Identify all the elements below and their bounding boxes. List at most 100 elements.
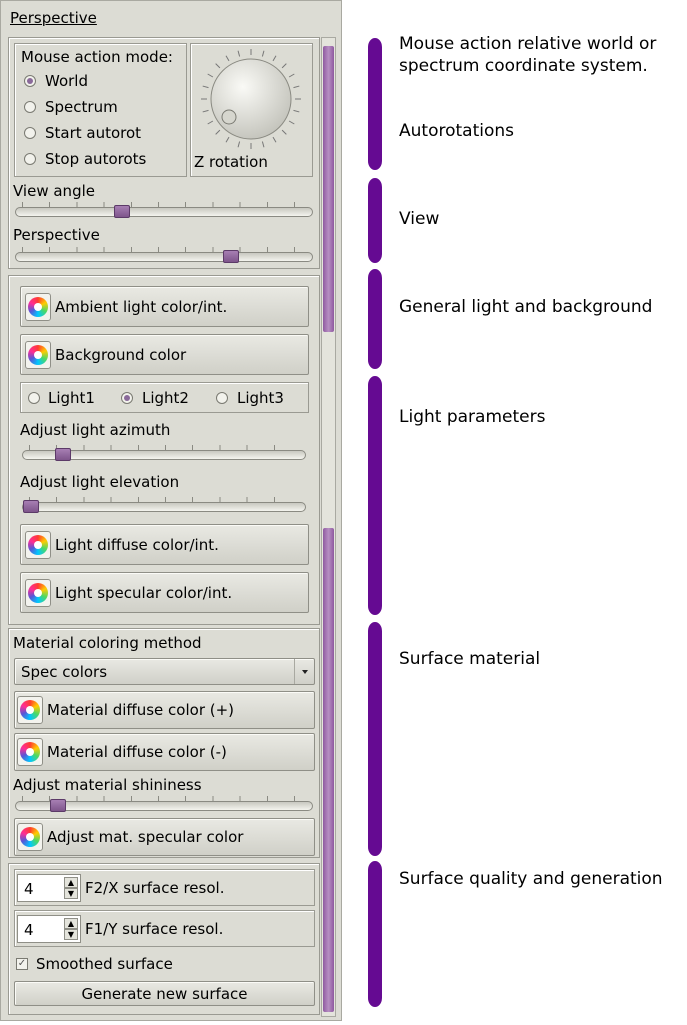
radio-light3-label[interactable]: Light3	[237, 389, 284, 407]
note-autorotations: Autorotations	[399, 121, 514, 141]
bracket-mouse-mode	[368, 38, 382, 170]
color-wheel-icon	[25, 292, 51, 321]
light-elevation-handle[interactable]	[23, 500, 39, 513]
light-azimuth-handle[interactable]	[55, 448, 71, 461]
material-method-select[interactable]: Spec colors	[14, 658, 315, 685]
scroll-thumb-lower[interactable]	[323, 528, 334, 1012]
f2-resol-value[interactable]: 4	[24, 880, 34, 898]
dial-tick	[202, 85, 209, 89]
color-wheel-icon	[25, 530, 51, 559]
bracket-light-params	[368, 376, 382, 615]
f1-resol-value[interactable]: 4	[24, 921, 34, 939]
bracket-surface-material	[368, 622, 382, 856]
z-rotation-label: Z rotation	[194, 153, 268, 171]
material-shininess-handle[interactable]	[50, 799, 66, 812]
dial-tick	[261, 141, 265, 148]
radio-world[interactable]	[24, 75, 36, 87]
f1-resol-spinbox[interactable]: 4 ▲ ▼	[17, 915, 81, 943]
spin-up-icon[interactable]: ▲	[64, 918, 78, 929]
generate-surface-button[interactable]: Generate new surface	[14, 981, 315, 1006]
light-section	[8, 275, 320, 625]
bracket-surface-quality	[368, 861, 382, 1007]
z-rotation-dial[interactable]	[199, 47, 303, 151]
material-method-value: Spec colors	[21, 662, 108, 681]
background-color-label: Background color	[55, 345, 187, 364]
dial-tick	[225, 136, 230, 143]
light-specular-label: Light specular color/int.	[55, 583, 233, 602]
radio-light3[interactable]	[216, 392, 228, 404]
radio-stop-autorots[interactable]	[24, 153, 36, 165]
bracket-view	[368, 178, 382, 263]
view-angle-slider[interactable]	[15, 202, 313, 218]
light-diffuse-button[interactable]: Light diffuse color/int.	[20, 524, 309, 565]
note-light-parameters: Light parameters	[399, 407, 546, 427]
dropdown-arrow-icon	[294, 659, 314, 684]
light-specular-button[interactable]: Light specular color/int.	[20, 572, 309, 613]
radio-light2[interactable]	[121, 392, 133, 404]
light-azimuth-label: Adjust light azimuth	[20, 421, 171, 439]
view-angle-handle[interactable]	[114, 205, 130, 218]
radio-start-autorot[interactable]	[24, 127, 36, 139]
dial-tick	[215, 63, 221, 69]
material-method-label: Material coloring method	[13, 634, 202, 652]
smoothed-surface-checkbox[interactable]: ✓	[16, 958, 28, 970]
quality-section	[8, 863, 320, 1015]
dial-grip	[221, 109, 237, 125]
light-azimuth-slider[interactable]	[22, 445, 306, 461]
note-surface-quality: Surface quality and generation	[399, 869, 663, 889]
dial-tick	[207, 120, 214, 125]
radio-light1[interactable]	[28, 392, 40, 404]
spin-down-icon[interactable]: ▼	[64, 929, 78, 940]
mouse-mode-label: Mouse action mode:	[21, 48, 173, 66]
note-mouse-action-2: spectrum coordinate system.	[399, 56, 648, 76]
note-surface-material: Surface material	[399, 649, 541, 669]
dial-tick	[288, 120, 295, 125]
radio-light2-label[interactable]: Light2	[142, 389, 189, 407]
material-shininess-label: Adjust material shininess	[13, 776, 202, 794]
perspective-slider[interactable]	[15, 247, 313, 263]
color-wheel-icon	[17, 823, 43, 851]
radio-spectrum-label[interactable]: Spectrum	[45, 98, 118, 116]
check-icon: ✓	[17, 958, 27, 969]
panel-title: Perspective	[10, 9, 97, 27]
note-general-light: General light and background	[399, 297, 653, 317]
dial-tick	[281, 129, 287, 135]
radio-spectrum[interactable]	[24, 101, 36, 113]
radio-start-autorot-label[interactable]: Start autorot	[45, 124, 142, 142]
perspective-handle[interactable]	[223, 250, 239, 263]
material-diffuse-plus-label: Material diffuse color (+)	[47, 701, 235, 719]
radio-world-label[interactable]: World	[45, 72, 88, 90]
dial-tick	[261, 50, 265, 57]
scroll-thumb[interactable]	[323, 46, 334, 332]
f2-resol-spinbox[interactable]: 4 ▲ ▼	[17, 874, 81, 902]
material-diffuse-minus-button[interactable]: Material diffuse color (-)	[14, 733, 315, 771]
material-diffuse-plus-button[interactable]: Material diffuse color (+)	[14, 691, 315, 729]
material-specular-button[interactable]: Adjust mat. specular color	[14, 818, 315, 856]
view-angle-label: View angle	[13, 182, 95, 200]
note-mouse-action-1: Mouse action relative world or	[399, 34, 657, 54]
dial-tick	[288, 73, 295, 78]
f1-resol-group	[14, 910, 315, 947]
f1-resol-label: F1/Y surface resol.	[85, 920, 224, 938]
ambient-light-label: Ambient light color/int.	[55, 297, 228, 316]
note-view: View	[399, 209, 440, 229]
vertical-scrollbar[interactable]	[321, 37, 336, 1017]
mouse-mode-group	[14, 43, 187, 177]
smoothed-surface-label[interactable]: Smoothed surface	[36, 955, 173, 973]
spin-down-icon[interactable]: ▼	[64, 888, 78, 899]
color-wheel-icon	[25, 340, 51, 369]
spin-up-icon[interactable]: ▲	[64, 877, 78, 888]
light-elevation-slider[interactable]	[22, 497, 306, 513]
radio-stop-autorots-label[interactable]: Stop autorots	[45, 150, 147, 168]
perspective-panel: Perspective Mouse action mode: World Spe…	[0, 0, 342, 1021]
dial-tick	[281, 63, 287, 69]
mouse-view-section	[8, 37, 320, 269]
bracket-general-light	[368, 269, 382, 369]
ambient-light-button[interactable]: Ambient light color/int.	[20, 286, 309, 327]
material-specular-label: Adjust mat. specular color	[47, 828, 244, 846]
background-color-button[interactable]: Background color	[20, 334, 309, 375]
perspective-label: Perspective	[13, 226, 100, 244]
light-elevation-label: Adjust light elevation	[20, 473, 180, 491]
radio-light1-label[interactable]: Light1	[48, 389, 95, 407]
material-shininess-slider[interactable]	[15, 796, 313, 812]
